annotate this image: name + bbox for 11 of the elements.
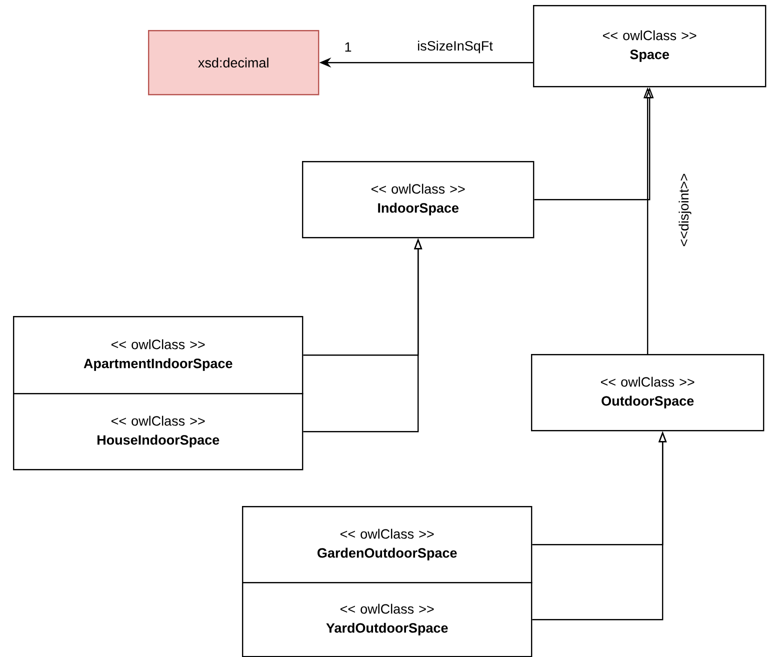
class-box: << owlClass >> YardOutdoorSpace bbox=[242, 582, 532, 657]
class-box: << owlClass >> ApartmentIndoorSpace bbox=[13, 316, 304, 394]
class-box: << owlClass >> GardenOutdoorSpace bbox=[242, 506, 532, 584]
datatype-box: xsd:decimal bbox=[148, 30, 320, 96]
class-box: << owlClass >> HouseIndoorSpace bbox=[13, 393, 304, 470]
class-box: << owlClass >> IndoorSpace bbox=[302, 161, 534, 238]
multiplicity-label: 1 bbox=[345, 42, 352, 52]
class-box: << owlClass >> Space bbox=[533, 5, 766, 88]
constraint-label: <<disjoint>> bbox=[678, 174, 692, 246]
class-box: << owlClass >> OutdoorSpace bbox=[531, 354, 764, 432]
edge-label: isSizeInSqFt bbox=[418, 40, 493, 54]
